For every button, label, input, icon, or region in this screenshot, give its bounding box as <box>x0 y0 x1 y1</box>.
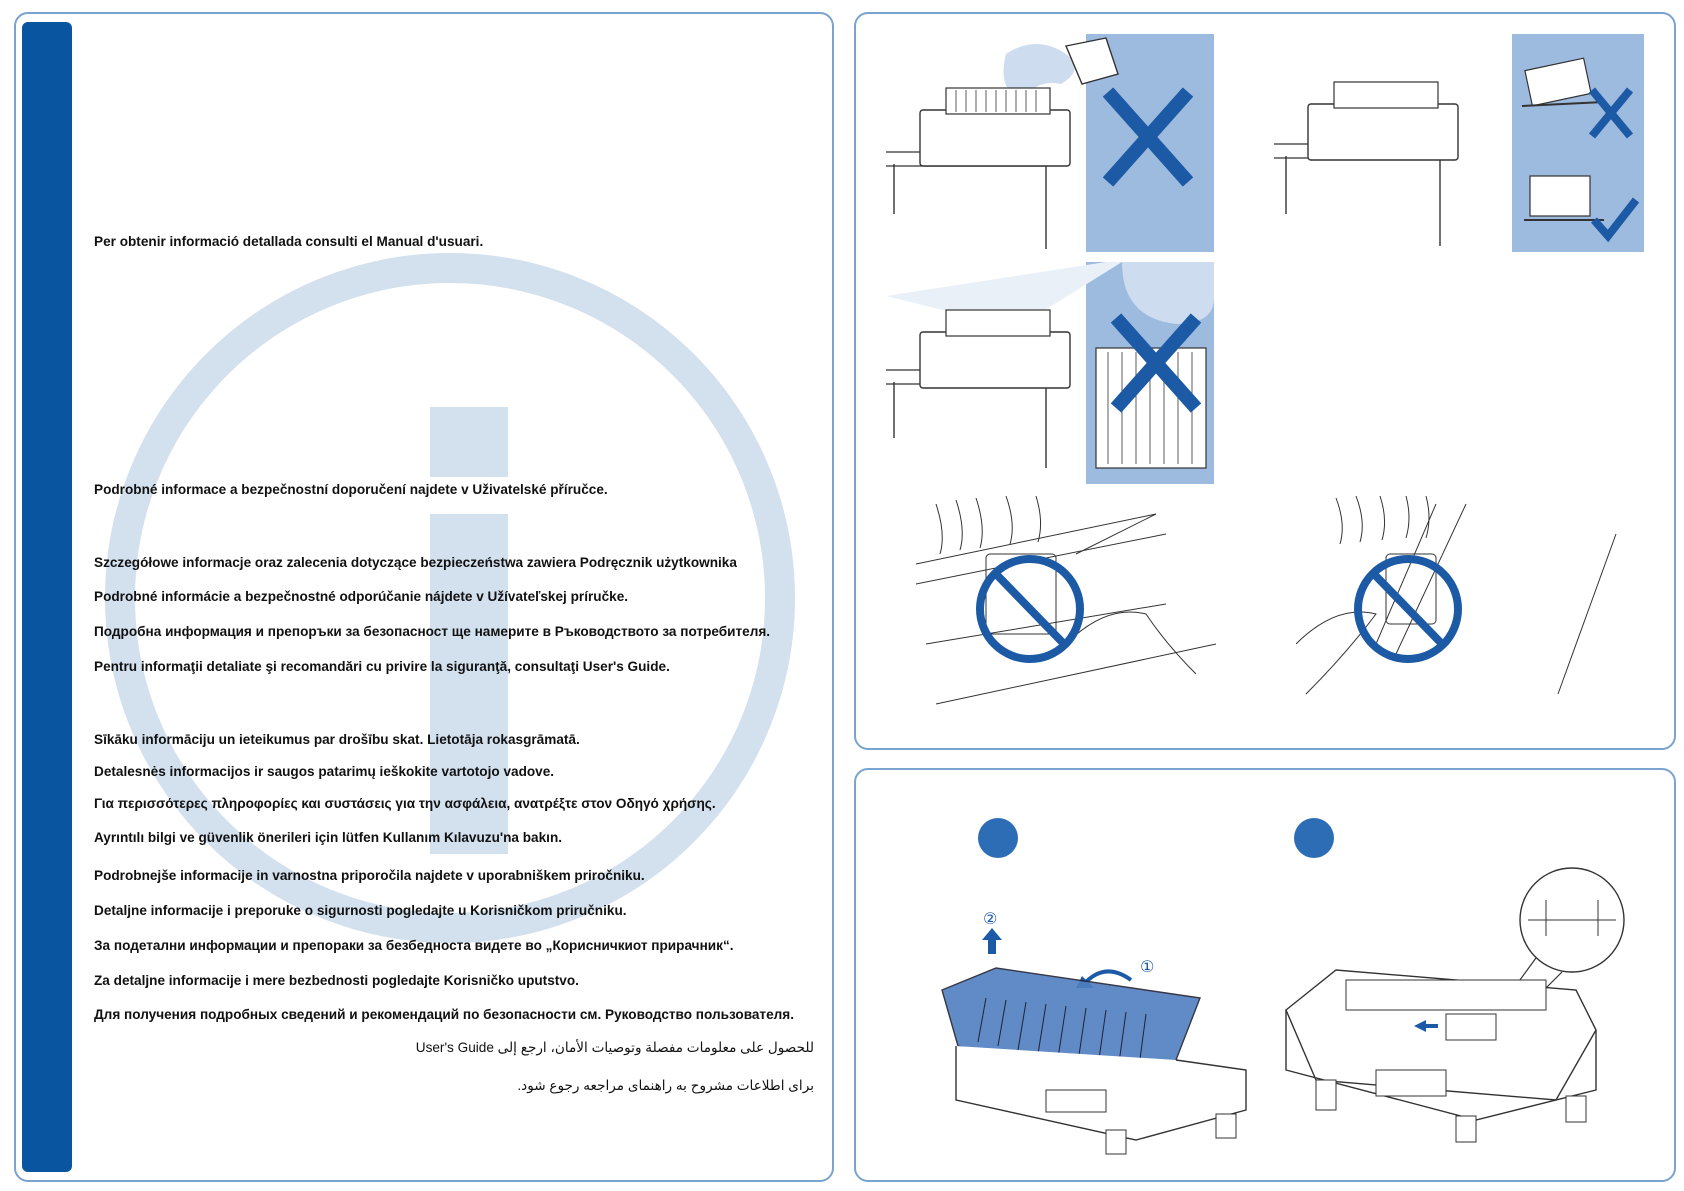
message-serbian: Za detaljne informacije i mere bezbednos… <box>94 973 579 988</box>
message-croatian: Detaljne informacije i preporuke o sigur… <box>94 903 627 918</box>
message-slovak: Podrobné informácie a bezpečnostné odpor… <box>94 589 629 604</box>
no-touch-icon <box>976 555 1084 663</box>
left-info-panel: Per obtenir informació detallada consult… <box>14 12 834 1182</box>
message-arabic: للحصول على معلومات مفصلة وتوصيات الأمان،… <box>415 1040 814 1055</box>
message-latvian: Sīkāku informāciju un ieteikumus par dro… <box>94 732 580 747</box>
message-greek: Για περισσότερες πληροφορίες και συστάσε… <box>94 796 716 811</box>
message-czech: Podrobné informace a bezpečnostní doporu… <box>94 482 608 497</box>
step-1-marker <box>978 818 1018 858</box>
step-marker-2: ② <box>983 909 997 928</box>
prohibited-x-icon <box>1102 87 1194 187</box>
safety-warnings-panel <box>854 12 1676 750</box>
do-not-touch-print-head-illustration <box>916 495 1217 705</box>
curved-arrow-icon <box>1084 969 1133 984</box>
message-romanian: Pentru informaţii detaliate şi recomandă… <box>94 659 670 674</box>
message-polish: Szczegółowe informacje oraz zalecenia do… <box>94 555 737 570</box>
message-catalan: Per obtenir informació detallada consult… <box>94 234 484 249</box>
message-persian: برای اطلاعات مشروح به راهنمای مراجعه رجو… <box>517 1078 814 1093</box>
message-lithuanian: Detalesnės informacijos ir saugos patari… <box>94 764 555 779</box>
arrow-up-icon <box>982 928 1002 954</box>
unstable-surface-warning-illustration <box>1274 34 1644 252</box>
setup-steps-panel: ② ① <box>854 768 1676 1182</box>
message-macedonian: За подетални информации и препораки за б… <box>94 938 734 953</box>
ok-checkmark-icon <box>1590 197 1640 243</box>
release-print-head-illustration <box>1285 867 1625 1143</box>
message-slovenian: Podrobnejše informacije in varnostna pri… <box>94 868 645 883</box>
message-russian: Для получения подробных сведений и реком… <box>94 1007 794 1022</box>
do-not-touch-mechanism-illustration <box>1296 495 1617 695</box>
liquid-spill-warning-illustration <box>886 34 1214 252</box>
step-marker-1: ① <box>1140 957 1154 976</box>
message-turkish: Ayrıntılı bilgi ve güvenlik önerileri iç… <box>94 830 563 845</box>
heat-sunlight-warning-illustration <box>886 262 1214 484</box>
message-bulgarian: Подробна информация и препоръки за безоп… <box>94 624 771 639</box>
left-color-bar <box>22 22 72 1172</box>
remove-printer-cover-illustration: ② ① <box>941 909 1247 1155</box>
info-watermark-icon <box>105 253 795 943</box>
step-2-marker <box>1294 818 1334 858</box>
